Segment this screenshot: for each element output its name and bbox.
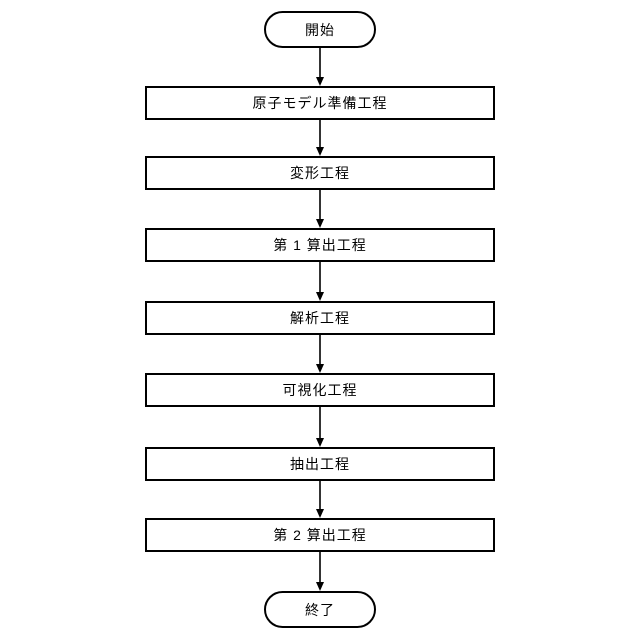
process-node-step2-label: 変形工程 bbox=[290, 165, 350, 181]
process-node-step6-label: 抽出工程 bbox=[290, 456, 350, 472]
process-node-step1-label: 原子モデル準備工程 bbox=[252, 95, 388, 111]
process-node-step3: 第 1 算出工程 bbox=[145, 228, 495, 262]
process-node-step4: 解析工程 bbox=[145, 301, 495, 335]
terminal-node-end-label: 終了 bbox=[305, 601, 335, 618]
process-node-step1: 原子モデル準備工程 bbox=[145, 86, 495, 120]
process-node-step4-label: 解析工程 bbox=[290, 310, 350, 326]
terminal-node-end: 終了 bbox=[264, 591, 376, 628]
process-node-step7: 第 2 算出工程 bbox=[145, 518, 495, 552]
flow-arrow-step1-step2 bbox=[316, 120, 324, 156]
process-node-step3-label: 第 1 算出工程 bbox=[273, 237, 367, 253]
flow-arrow-step6-step7 bbox=[316, 481, 324, 518]
flow-arrow-step2-step3 bbox=[316, 190, 324, 228]
terminal-node-start-label: 開始 bbox=[305, 21, 335, 38]
process-node-step7-label: 第 2 算出工程 bbox=[273, 527, 367, 543]
process-node-step2: 変形工程 bbox=[145, 156, 495, 190]
process-node-step5-label: 可視化工程 bbox=[282, 382, 358, 398]
flow-arrow-step5-step6 bbox=[316, 407, 324, 447]
flow-arrow-step3-step4 bbox=[316, 262, 324, 301]
flow-arrow-step7-end bbox=[316, 552, 324, 591]
flow-arrow-step4-step5 bbox=[316, 335, 324, 373]
process-node-step5: 可視化工程 bbox=[145, 373, 495, 407]
terminal-node-start: 開始 bbox=[264, 11, 376, 48]
flow-arrow-start-step1 bbox=[316, 48, 324, 86]
process-node-step6: 抽出工程 bbox=[145, 447, 495, 481]
